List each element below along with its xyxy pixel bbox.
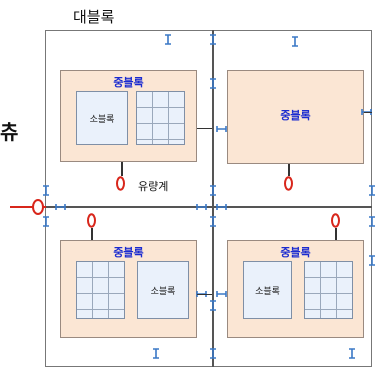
spring-connector-icon xyxy=(43,185,49,196)
spring-connector-icon xyxy=(216,204,227,210)
mid-block-bottom-left: 중블록 소블록 xyxy=(60,240,197,338)
branch-pipe xyxy=(121,162,123,176)
branch-pipe xyxy=(197,294,212,296)
spring-connector-icon xyxy=(55,204,66,210)
valve-ring-icon xyxy=(284,176,293,191)
small-block-label: 소블록 xyxy=(150,286,176,297)
spring-connector-icon xyxy=(349,348,355,359)
spring-connector-icon xyxy=(153,348,159,359)
mid-block-label: 중블록 xyxy=(113,76,144,89)
spring-connector-icon xyxy=(216,291,227,297)
spring-connector-icon xyxy=(292,36,298,47)
spring-connector-icon xyxy=(210,34,216,45)
grid-block xyxy=(304,261,353,319)
spring-connector-icon xyxy=(216,126,227,132)
valve-ring-icon xyxy=(116,176,125,191)
grid-block xyxy=(136,91,185,145)
spring-connector-icon xyxy=(43,216,49,227)
spring-connector-icon xyxy=(210,216,216,227)
horizontal-main-pipe xyxy=(45,206,372,208)
spring-connector-icon xyxy=(210,300,216,311)
inlet-valve-icon xyxy=(10,199,46,215)
mid-block-bottom-right: 중블록 소블록 xyxy=(227,240,364,338)
mid-block-top-right: 중블록 xyxy=(227,70,364,164)
branch-pipe xyxy=(91,228,93,240)
side-character: 츄 xyxy=(0,120,19,144)
diagram-title: 대블록 xyxy=(73,8,115,26)
spring-connector-icon xyxy=(369,185,375,196)
branch-pipe xyxy=(364,112,372,114)
spring-connector-icon xyxy=(210,185,216,196)
mid-block-label: 중블록 xyxy=(113,246,144,259)
spring-connector-icon xyxy=(210,348,216,359)
mid-block-label: 중블록 xyxy=(280,246,311,259)
small-block: 소블록 xyxy=(137,261,189,319)
branch-pipe xyxy=(288,164,290,176)
small-block-label: 소블록 xyxy=(255,286,280,297)
spring-connector-icon xyxy=(369,255,375,266)
small-block: 소블록 xyxy=(76,91,128,145)
spring-connector-icon xyxy=(165,34,171,45)
small-block-label: 소블록 xyxy=(89,114,115,125)
vertical-main-pipe xyxy=(212,30,214,367)
grid-block xyxy=(76,261,125,319)
spring-connector-icon xyxy=(196,204,207,210)
flow-meter-label: 유량계 xyxy=(138,180,169,193)
branch-pipe xyxy=(197,128,212,130)
spring-connector-icon xyxy=(369,216,375,227)
branch-pipe xyxy=(335,228,337,240)
valve-ring-icon xyxy=(87,213,96,228)
mid-block-top-left: 중블록 소블록 xyxy=(60,70,197,162)
mid-block-label: 중블록 xyxy=(280,109,311,122)
small-block: 소블록 xyxy=(243,261,292,319)
spring-connector-icon xyxy=(210,78,216,89)
valve-ring-icon xyxy=(331,213,340,228)
